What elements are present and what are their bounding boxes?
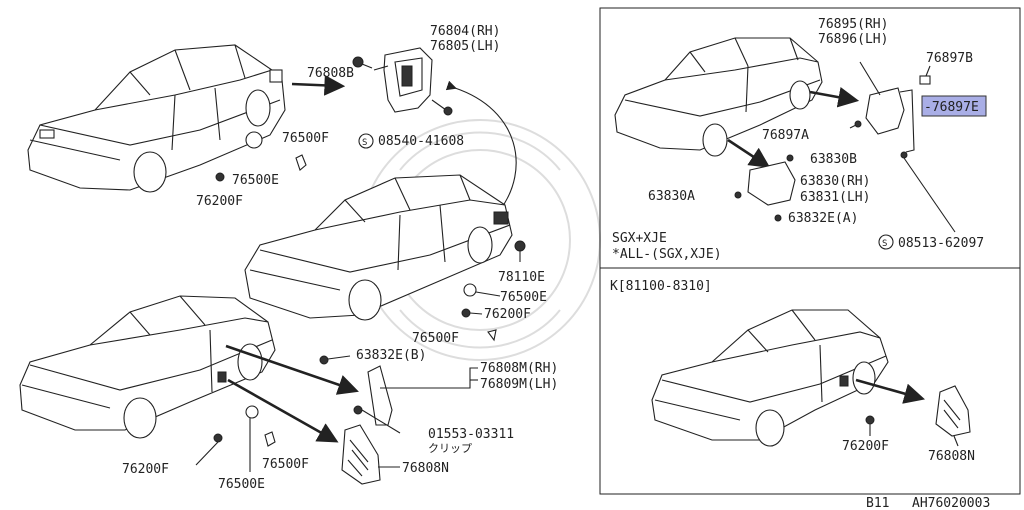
callout-76808M: 76808M(RH) bbox=[480, 361, 558, 376]
callout-78110E: 78110E bbox=[498, 270, 545, 285]
part-76808N-cover-b bbox=[935, 385, 971, 437]
callout-76808N-b: 76808N bbox=[928, 449, 975, 464]
callout-76200F-c: 76200F bbox=[122, 462, 169, 477]
callout-76500F-b: 76500F bbox=[412, 331, 459, 346]
part-76808M-molding bbox=[367, 365, 393, 426]
callout-08540: 08540-41608 bbox=[378, 134, 464, 149]
callout-63830A: 63830A bbox=[648, 189, 695, 204]
leader bbox=[373, 65, 389, 71]
clip-01553 bbox=[353, 405, 363, 415]
inset-frame bbox=[599, 7, 1021, 495]
nut-76200F-c bbox=[213, 433, 223, 443]
bolt-08540 bbox=[431, 99, 453, 116]
callout-63830B: 63830B bbox=[810, 152, 857, 167]
car-sedan-top bbox=[27, 44, 286, 193]
car-coupe-inset bbox=[651, 309, 889, 447]
callout-76809M: 76809M(LH) bbox=[480, 377, 558, 392]
fastener-78110E bbox=[514, 240, 526, 252]
callout-76808N-a: 76808N bbox=[402, 461, 449, 476]
callout-08513: 08513-62097 bbox=[898, 236, 984, 251]
callout-76200F-d: 76200F bbox=[842, 439, 889, 454]
nut-76200F bbox=[215, 172, 225, 182]
callout-76500E-a: 76500E bbox=[232, 173, 279, 188]
car-hatchback-middle bbox=[244, 174, 513, 321]
arrow-a bbox=[291, 74, 346, 96]
callout-76500E-c: 76500E bbox=[218, 477, 265, 492]
callout-76895: 76895(RH) bbox=[818, 17, 888, 32]
highlight-76897E bbox=[921, 95, 987, 117]
mudguard-front bbox=[747, 161, 796, 206]
arrow-c1 bbox=[225, 344, 359, 395]
callout-clip-jp: クリップ bbox=[428, 442, 472, 455]
note-all-except: *ALL-(SGX,XJE) bbox=[612, 247, 722, 262]
callout-76808B: 76808B bbox=[307, 66, 354, 81]
callout-63831: 63831(LH) bbox=[800, 190, 870, 205]
arrow-curved bbox=[445, 80, 517, 211]
callout-76500F-a: 76500F bbox=[282, 131, 329, 146]
footer-model: B11 bbox=[866, 496, 889, 510]
callout-76804: 76804(RH) bbox=[430, 24, 500, 39]
clip-63832EB bbox=[319, 355, 329, 365]
serial-range-label: K[81100-8310] bbox=[610, 279, 712, 294]
car-coupe-bottom bbox=[19, 295, 276, 439]
callout-63832EB: 63832E(B) bbox=[356, 348, 426, 363]
callout-63832EA: 63832E(A) bbox=[788, 211, 858, 226]
callout-76805: 76805(LH) bbox=[430, 39, 500, 54]
standard-part-symbol bbox=[358, 133, 374, 149]
callout-76500F-c: 76500F bbox=[262, 457, 309, 472]
clip-76500F-c bbox=[264, 431, 276, 447]
cap-76500E-b bbox=[463, 283, 477, 297]
callout-76200F-b: 76200F bbox=[484, 307, 531, 322]
svg-text:S: S bbox=[362, 138, 367, 148]
screw-76808B bbox=[352, 56, 373, 69]
svg-text:S: S bbox=[882, 239, 887, 249]
cap-76500E-c bbox=[245, 405, 259, 419]
arrow-c2 bbox=[227, 378, 339, 443]
callout-76200F-a: 76200F bbox=[196, 194, 243, 209]
car-mudguard-view bbox=[614, 37, 823, 157]
cap-76500E bbox=[245, 131, 263, 149]
callout-01553: 01553-03311 bbox=[428, 427, 514, 442]
callout-76897E: -76897E bbox=[924, 100, 979, 115]
part-76804-bracket bbox=[383, 47, 433, 113]
callout-76896: 76896(LH) bbox=[818, 32, 888, 47]
nut-76200F-d bbox=[865, 415, 875, 425]
clip-76500F bbox=[295, 154, 307, 171]
callout-63830: 63830(RH) bbox=[800, 174, 870, 189]
callout-76500E-b: 76500E bbox=[500, 290, 547, 305]
footer-diagram-id: AH76020003 bbox=[912, 496, 990, 510]
note-sgx-xje: SGX+XJE bbox=[612, 231, 667, 246]
callout-76897B: 76897B bbox=[926, 51, 973, 66]
nut-76200F-b bbox=[461, 308, 471, 318]
callout-76897A: 76897A bbox=[762, 128, 809, 143]
mudguard-rear bbox=[865, 87, 915, 153]
part-76808N-cover bbox=[341, 424, 381, 485]
